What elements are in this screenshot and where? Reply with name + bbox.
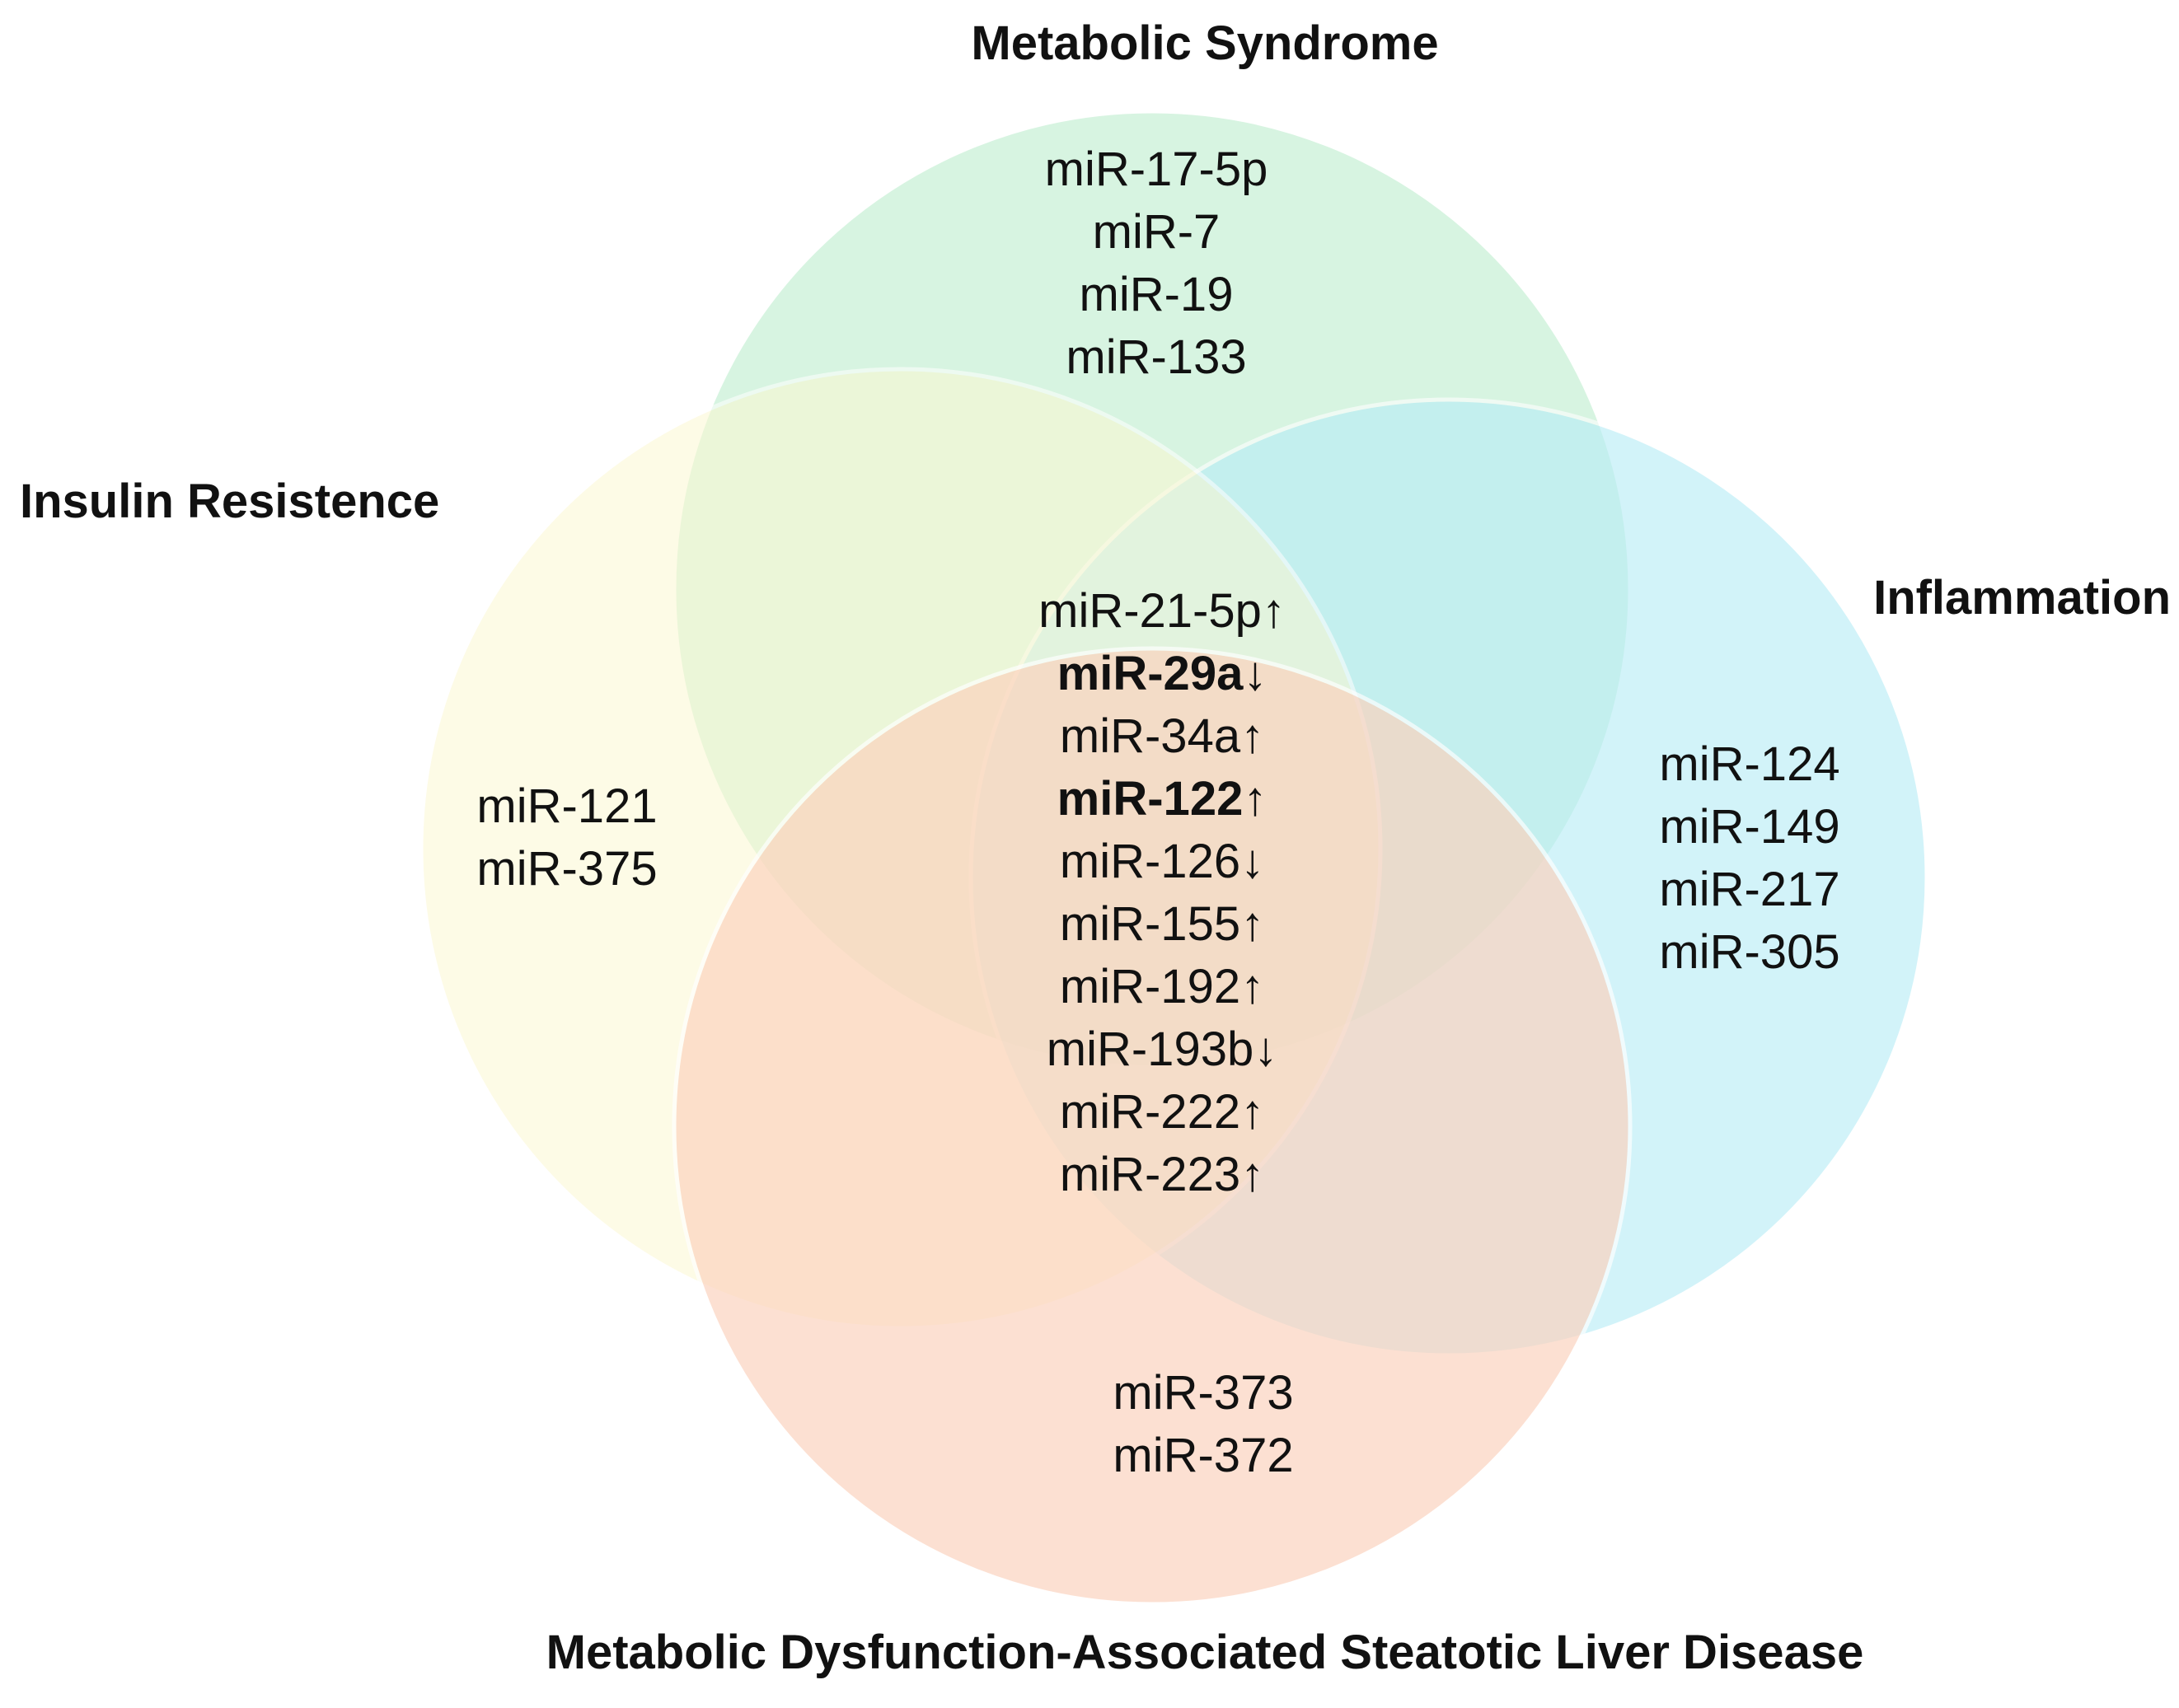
- mirna-label: miR-17-5p: [1045, 143, 1268, 196]
- mirna-label: miR-124: [1659, 737, 1839, 791]
- shared-items: miR-21-5p↑ miR-29a↓ miR-34a↑ miR-122↑ mi…: [1038, 584, 1286, 1201]
- mirna-label: miR-19: [1080, 268, 1234, 321]
- mirna-label: miR-7: [1093, 205, 1221, 259]
- inflammation-items: miR-124 miR-149 miR-217 miR-305: [1659, 737, 1839, 979]
- metabolic-syndrome-items: miR-17-5p miR-7 miR-19 miR-133: [1045, 143, 1268, 384]
- shared-mirna-label: miR-126↓: [1060, 835, 1264, 888]
- metabolic-syndrome-title: Metabolic Syndrome: [971, 16, 1438, 70]
- shared-mirna-label: miR-21-5p↑: [1038, 584, 1286, 638]
- masld-items: miR-373 miR-372: [1113, 1366, 1293, 1482]
- shared-mirna-label: miR-193b↓: [1047, 1022, 1277, 1076]
- shared-mirna-label: miR-223↑: [1060, 1148, 1264, 1201]
- mirna-label: miR-149: [1659, 800, 1839, 854]
- mirna-label: miR-305: [1659, 925, 1839, 979]
- shared-mirna-label: miR-192↑: [1060, 960, 1264, 1013]
- masld-title: Metabolic Dysfunction-Associated Steatot…: [546, 1626, 1864, 1679]
- mirna-label: miR-217: [1659, 863, 1839, 916]
- shared-mirna-label: miR-29a↓: [1057, 647, 1268, 700]
- mirna-label: miR-375: [476, 842, 657, 896]
- mirna-label: miR-133: [1066, 330, 1246, 384]
- shared-mirna-label: miR-34a↑: [1060, 709, 1264, 763]
- mirna-label: miR-373: [1113, 1366, 1293, 1420]
- mirna-label: miR-372: [1113, 1429, 1293, 1482]
- mirna-label: miR-121: [476, 779, 657, 833]
- insulin-resistence-title: Insulin Resistence: [20, 475, 439, 528]
- shared-mirna-label: miR-122↑: [1057, 772, 1268, 826]
- inflammation-title: Inflammation: [1873, 571, 2171, 625]
- insulin-resistence-items: miR-121 miR-375: [476, 779, 657, 896]
- shared-mirna-label: miR-222↑: [1060, 1085, 1264, 1139]
- shared-mirna-label: miR-155↑: [1060, 897, 1264, 951]
- masld-circle: [672, 646, 1633, 1607]
